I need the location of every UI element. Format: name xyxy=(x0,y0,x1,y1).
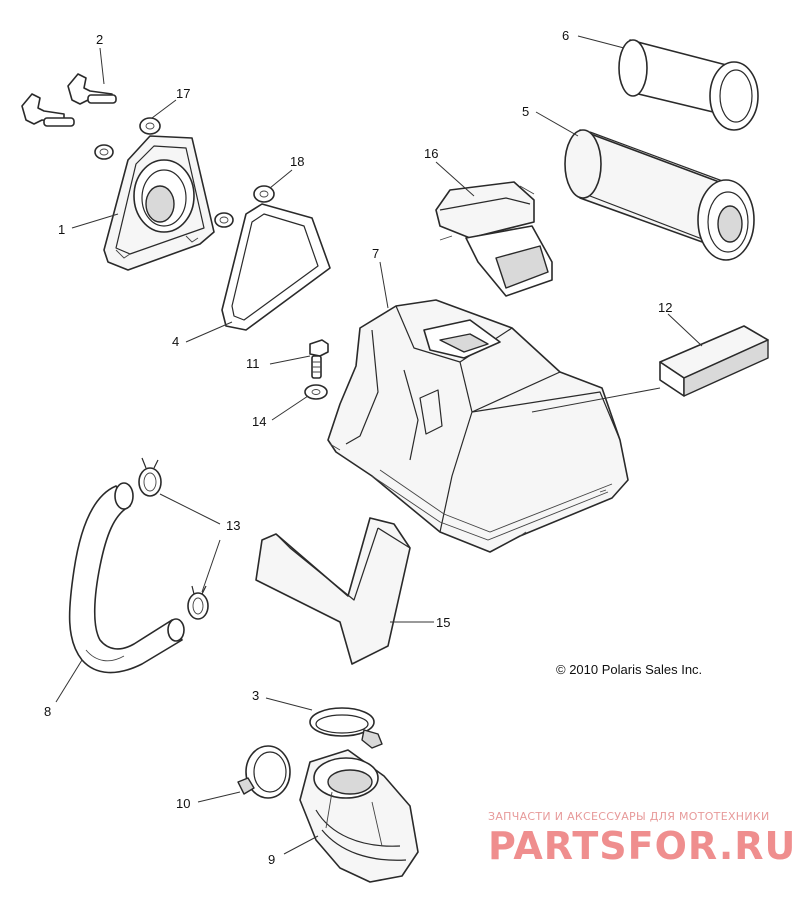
part-7-airbox xyxy=(327,299,629,553)
part-6-filter-sleeve xyxy=(618,39,759,131)
callout-3: 3 xyxy=(252,688,259,703)
callout-2: 2 xyxy=(96,32,103,47)
callout-16: 16 xyxy=(424,146,438,161)
part-11-bolt xyxy=(309,339,329,379)
part-12-foam-block xyxy=(659,325,769,397)
callout-5: 5 xyxy=(522,104,529,119)
callout-12: 12 xyxy=(658,300,672,315)
part-5-air-filter xyxy=(564,129,755,261)
callout-17: 17 xyxy=(176,86,190,101)
part-17-washers xyxy=(94,117,161,160)
callout-7: 7 xyxy=(372,246,379,261)
part-1-cover-plate xyxy=(103,135,215,271)
part-16-inlet-duct xyxy=(435,181,553,297)
leader-lines xyxy=(55,35,703,855)
part-10-clamp xyxy=(237,745,291,799)
callout-9: 9 xyxy=(268,852,275,867)
part-9-intake-boot xyxy=(299,749,419,883)
callout-11: 11 xyxy=(246,356,260,371)
callout-1: 1 xyxy=(58,222,65,237)
callout-18: 18 xyxy=(290,154,304,169)
callout-15: 15 xyxy=(436,615,450,630)
part-8-hose xyxy=(68,482,185,674)
callout-labels: 2 17 1 18 4 11 14 6 5 16 7 12 13 15 8 3 … xyxy=(44,28,672,867)
callout-4: 4 xyxy=(172,334,179,349)
part-13-hose-clamps xyxy=(138,457,209,620)
part-14-washer xyxy=(304,384,328,400)
callout-8: 8 xyxy=(44,704,51,719)
watermark-tagline: ЗАПЧАСТИ И АКСЕССУАРЫ ДЛЯ МОТОТЕХНИКИ xyxy=(488,810,770,823)
part-15-foam-strip xyxy=(255,517,411,665)
part-3-clamp xyxy=(309,707,383,749)
part-4-gasket xyxy=(221,203,331,331)
callout-6: 6 xyxy=(562,28,569,43)
part-2-knob-bolts xyxy=(21,73,117,127)
watermark-brand: PARTSFOR.RU xyxy=(488,824,797,868)
callout-14: 14 xyxy=(252,414,266,429)
copyright-notice: © 2010 Polaris Sales Inc. xyxy=(556,662,703,677)
part-18-washers xyxy=(214,185,275,228)
callout-10: 10 xyxy=(176,796,190,811)
callout-13: 13 xyxy=(226,518,240,533)
